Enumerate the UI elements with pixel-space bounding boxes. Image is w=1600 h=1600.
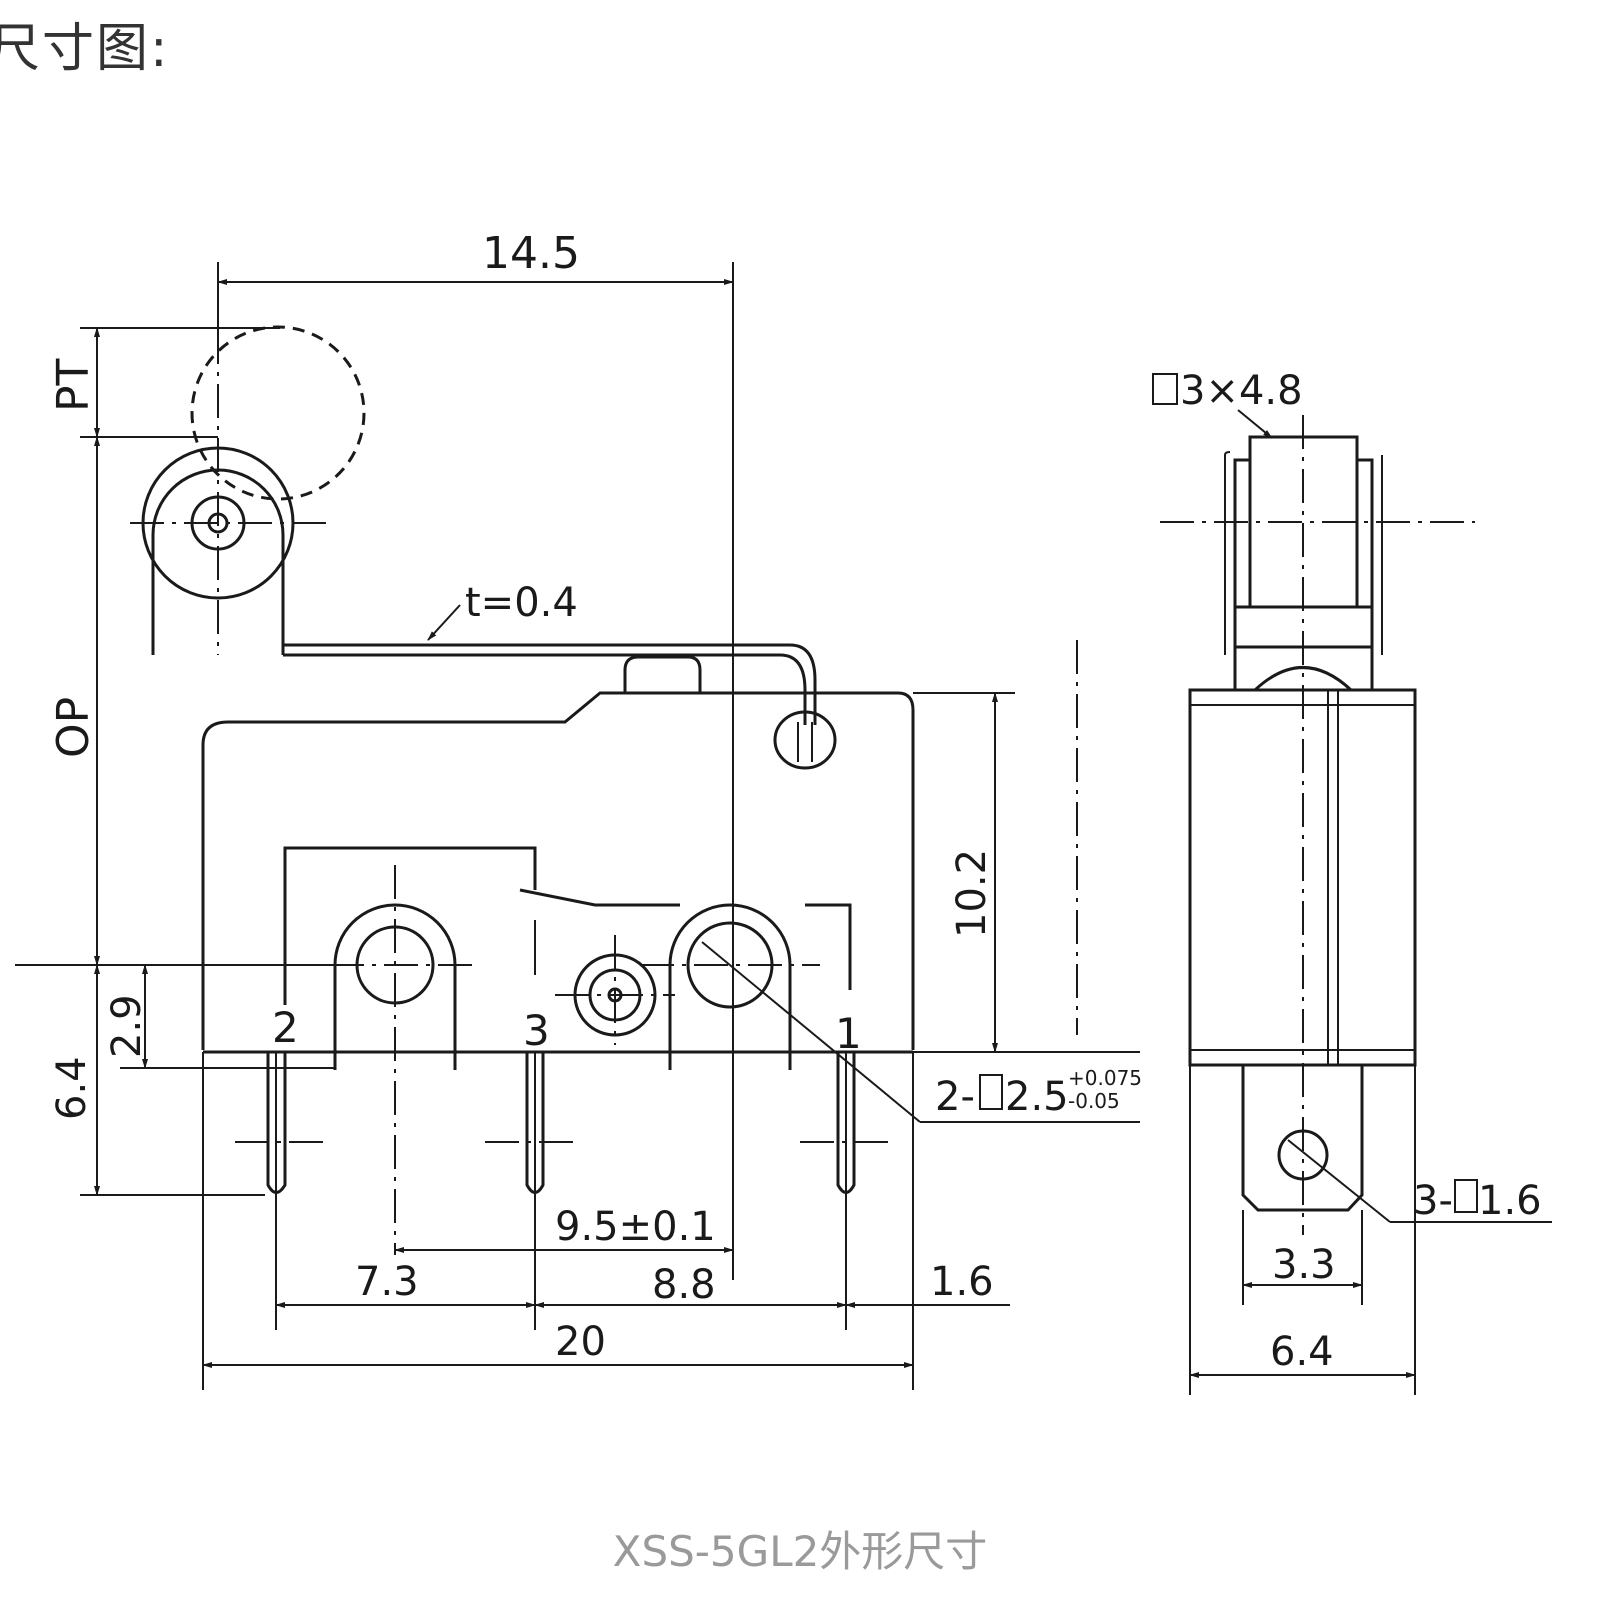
svg-text:6.4: 6.4 <box>49 1056 95 1120</box>
side-body <box>1188 688 1417 1067</box>
dimension-14-5: 14.5 <box>217 228 734 1280</box>
terminal-hole-callout: 3- 1.6 <box>1287 1139 1552 1224</box>
dimension-2-9-6-4: 2.9 6.4 <box>15 964 335 1196</box>
mount-hole-left <box>330 865 480 1255</box>
svg-text:3.3: 3.3 <box>1272 1242 1336 1288</box>
switch-body <box>201 691 915 1050</box>
svg-text:-0.05: -0.05 <box>1068 1089 1120 1113</box>
svg-text:OP: OP <box>48 697 99 758</box>
roller-actuator <box>130 325 366 655</box>
bottom-dimensions: 9.5±0.1 7.3 8.8 1.6 20 <box>202 1052 1010 1390</box>
svg-text:2.5: 2.5 <box>1005 1074 1069 1120</box>
front-view: 2 3 1 14.5 PT OP 2.9 6.4 <box>15 228 1142 1390</box>
figure-caption: XSS-5GL2外形尺寸 <box>612 1527 988 1576</box>
svg-text:10.2: 10.2 <box>949 849 995 938</box>
svg-text:t=0.4: t=0.4 <box>465 580 578 626</box>
inner-window <box>283 846 680 1005</box>
lever-thickness-callout: t=0.4 <box>427 580 578 641</box>
plunger <box>623 655 702 693</box>
svg-text:1.6: 1.6 <box>930 1259 994 1305</box>
pin-label-3: 3 <box>523 1006 550 1055</box>
svg-text:14.5: 14.5 <box>482 228 580 279</box>
terminal-pins <box>235 1052 890 1330</box>
side-view: 3×4.8 3- 1.6 3.3 6.4 <box>1152 368 1552 1395</box>
roller-size-callout: 3×4.8 <box>1152 368 1303 439</box>
svg-text:20: 20 <box>555 1319 606 1365</box>
svg-text:3-: 3- <box>1413 1178 1453 1224</box>
side-bottom-dimensions: 3.3 6.4 <box>1189 1065 1416 1395</box>
svg-text:6.4: 6.4 <box>1270 1329 1334 1375</box>
lever-arm <box>283 643 837 770</box>
dimension-10-2: 10.2 <box>913 692 1140 1053</box>
svg-text:PT: PT <box>48 358 99 412</box>
side-terminal <box>1241 1065 1364 1212</box>
pin-label-1: 1 <box>835 1009 862 1058</box>
svg-text:+0.075: +0.075 <box>1068 1066 1142 1090</box>
svg-text:2.9: 2.9 <box>104 994 150 1058</box>
svg-text:3×4.8: 3×4.8 <box>1180 368 1303 414</box>
dimension-pt-op: PT OP <box>48 327 280 966</box>
pin-label-2: 2 <box>272 1003 299 1052</box>
mount-hole-right <box>640 903 820 1070</box>
svg-text:9.5±0.1: 9.5±0.1 <box>555 1204 716 1250</box>
svg-text:8.8: 8.8 <box>652 1262 716 1308</box>
svg-text:7.3: 7.3 <box>355 1259 419 1305</box>
page-title: 尺寸图: <box>0 19 170 79</box>
side-roller <box>1160 415 1475 1235</box>
mount-hole-callout: 2- 2.5 +0.075 -0.05 <box>701 941 1142 1123</box>
center-hole <box>555 935 675 1045</box>
svg-text:1.6: 1.6 <box>1478 1178 1542 1224</box>
svg-text:2-: 2- <box>935 1074 975 1120</box>
